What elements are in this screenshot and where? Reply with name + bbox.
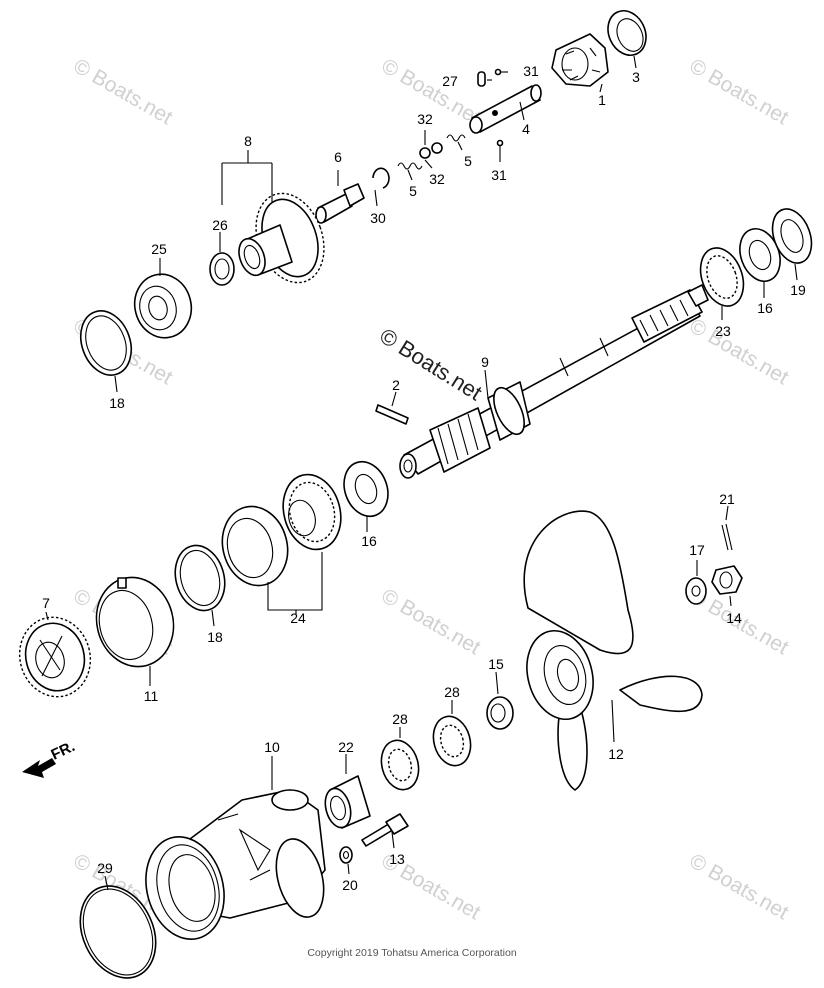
callout-15: 15 (488, 656, 504, 672)
part-16-washer (343, 460, 389, 518)
callout-28: 28 (392, 711, 408, 727)
callout-12: 12 (608, 746, 624, 762)
part-9-propeller-shaft (399, 284, 709, 479)
callout-5: 5 (464, 153, 472, 169)
callout-32: 32 (429, 171, 445, 187)
callout-6: 6 (334, 149, 342, 165)
callout-20: 20 (342, 877, 358, 893)
watermark: © Boats.net (70, 54, 177, 129)
part-31-ball (496, 139, 504, 147)
callout-18: 18 (207, 629, 223, 645)
watermark: © Boats.net (686, 849, 793, 924)
part-20-washer (339, 846, 353, 864)
part-24-roller-bearing (282, 473, 342, 551)
callout-30: 30 (370, 210, 386, 226)
part-10-bearing-carrier (145, 789, 326, 940)
part-29-o-ring (79, 885, 157, 979)
part-8-reverse-gear (238, 192, 325, 284)
callout-19: 19 (790, 282, 806, 298)
callout-24: 24 (290, 610, 306, 626)
forward-direction-arrow: FR. (22, 738, 78, 778)
part-18-shim (174, 544, 226, 612)
part-25-ball-bearing (133, 273, 193, 339)
callout-23: 23 (715, 323, 731, 339)
callout-3: 3 (632, 69, 640, 85)
part-26-needle-bearing (209, 252, 235, 286)
callout-26: 26 (212, 217, 228, 233)
part-28-oil-seal (380, 739, 420, 791)
callout-7: 7 (42, 595, 50, 611)
direction-label: FR. (49, 738, 78, 764)
part-11-bearing-housing (95, 576, 175, 668)
part-4-shift-slider (469, 84, 542, 134)
callout-9: 9 (481, 354, 489, 370)
callout-2: 2 (392, 377, 400, 393)
part-18-shim (79, 310, 133, 376)
callout-17: 17 (689, 542, 705, 558)
callout-8: 8 (244, 133, 252, 149)
part-21-cotter-pin (721, 523, 733, 551)
part-7-forward-gear (18, 616, 92, 698)
copyright-notice: Copyright 2019 Tohatsu America Corporati… (307, 947, 517, 959)
callout-25: 25 (151, 241, 167, 257)
callout-16: 16 (757, 300, 773, 316)
callout-27: 27 (442, 73, 458, 89)
part-22-needle-bearing (324, 775, 371, 829)
part-32-ball (431, 142, 443, 154)
part-1-clutch (551, 33, 609, 87)
watermark: © Boats.net (686, 54, 793, 129)
part-19-ring (771, 208, 813, 264)
callout-5: 5 (409, 183, 417, 199)
part-6-plunger (315, 183, 365, 224)
callout-10: 10 (264, 739, 280, 755)
leader-lines (45, 55, 798, 891)
part-3-ring (607, 10, 647, 56)
callout-22: 22 (338, 739, 354, 755)
part-12-propeller (523, 510, 703, 791)
callout-16: 16 (361, 533, 377, 549)
watermark: © Boats.net (378, 584, 485, 659)
callout-32: 32 (417, 111, 433, 127)
callout-11: 11 (144, 688, 159, 704)
callout-labels: 1 2 3 4 5 5 6 7 8 9 10 11 12 13 14 15 16… (42, 63, 806, 893)
callout-31: 31 (491, 167, 507, 183)
callout-31: 31 (523, 63, 539, 79)
part-5-spring (397, 162, 423, 170)
part-13-bolt (361, 813, 409, 847)
part-28-oil-seal (432, 715, 472, 767)
callout-4: 4 (522, 121, 530, 137)
part-2-pin (375, 404, 409, 425)
part-14-nut (711, 565, 743, 595)
part-17-washer (685, 577, 707, 605)
part-32-ball (419, 147, 431, 159)
part-27-pin (477, 71, 486, 87)
part-23-bearing (699, 247, 745, 307)
part-15-spacer (486, 696, 514, 730)
part-30-clip (372, 167, 390, 189)
callout-28: 28 (444, 684, 460, 700)
part-24-bearing-race (221, 505, 289, 587)
part-31-ball (494, 68, 502, 76)
callout-18: 18 (109, 395, 125, 411)
part-5-spring (446, 134, 466, 142)
callout-1: 1 (598, 92, 606, 108)
watermark: © Boats.net (686, 314, 793, 389)
callout-21: 21 (719, 491, 735, 507)
callout-13: 13 (389, 851, 405, 867)
callout-29: 29 (97, 860, 113, 876)
callout-14: 14 (726, 610, 742, 626)
